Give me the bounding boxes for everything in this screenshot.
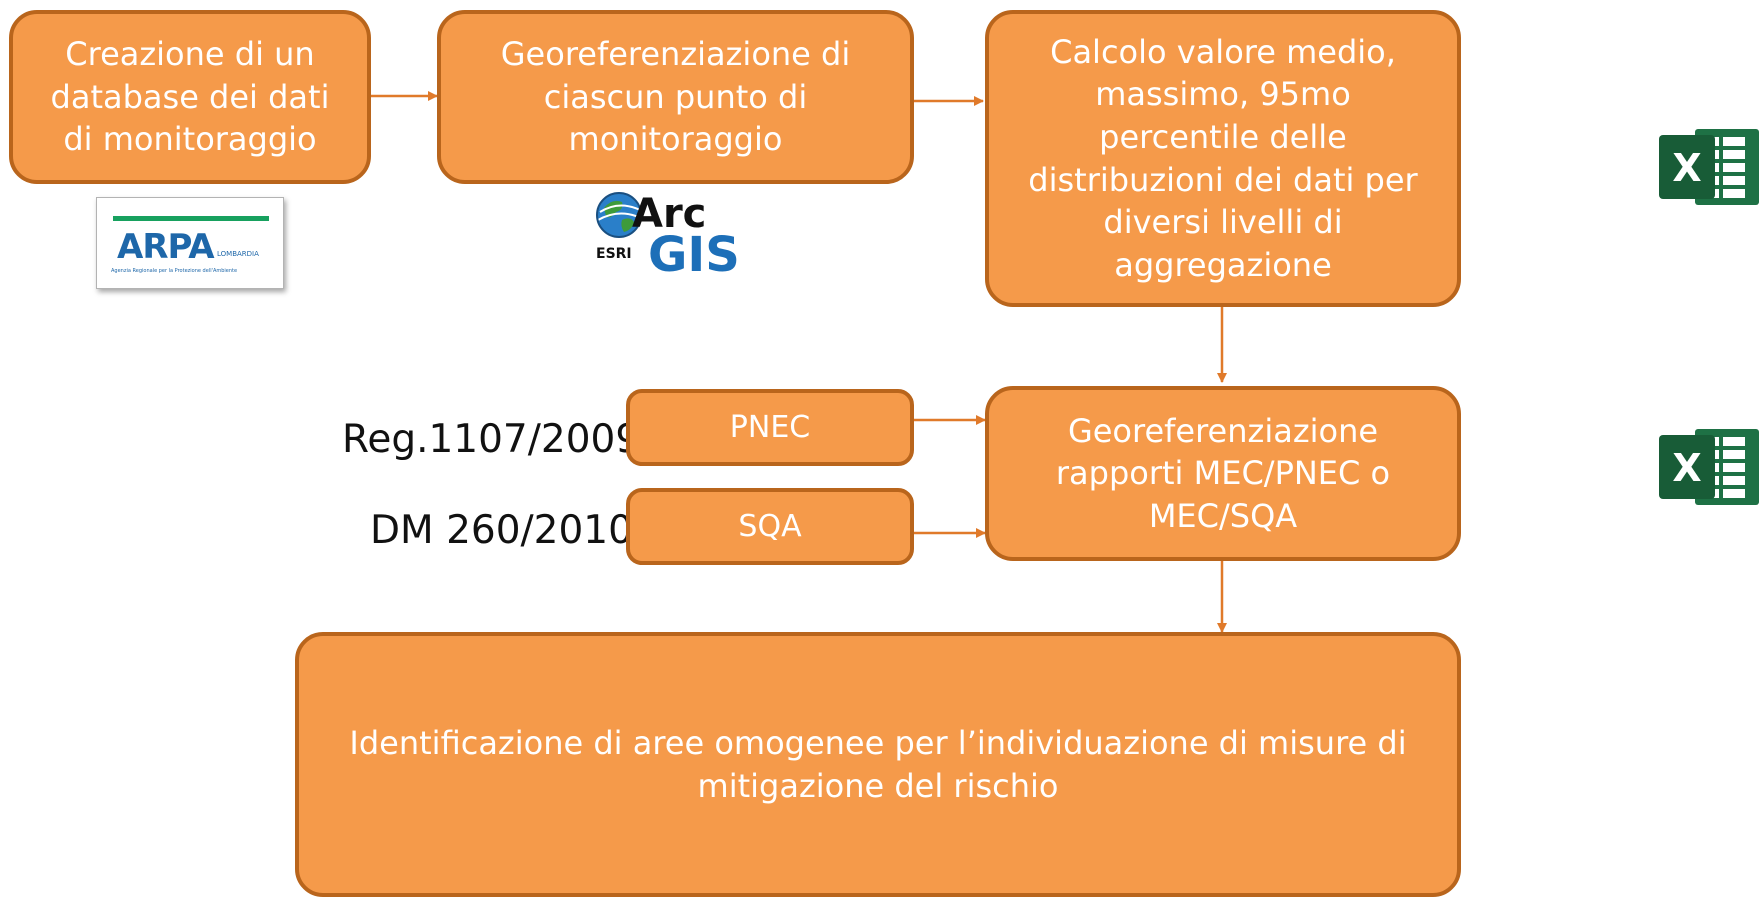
- sqa-label: SQA: [738, 508, 802, 544]
- identificazione-box: Identificazione di aree omogenee per l’i…: [295, 632, 1461, 897]
- identificazione-line-1: Identificazione di aree omogenee per l’i…: [349, 723, 1407, 762]
- calcolo-line-5: diversi livelli di: [1103, 203, 1343, 242]
- calcolo-line-6: aggregazione: [1114, 245, 1332, 284]
- arpa-wordmark: ARPA: [117, 227, 215, 267]
- calcolo-line-1: Calcolo valore medio,: [1050, 32, 1396, 71]
- database-creation-box: Creazione di un database dei dati di mon…: [9, 10, 371, 184]
- excel-x-letter: X: [1672, 146, 1701, 190]
- arpa-region-text: LOMBARDIA: [217, 250, 259, 258]
- arpa-subtitle: Agenzia Regionale per la Protezione dell…: [111, 268, 238, 274]
- pnec-box: PNEC: [626, 389, 914, 466]
- georef-points-line-3: monitoraggio: [568, 120, 783, 159]
- identificazione-line-2: mitigazione del rischio: [697, 766, 1059, 805]
- regulation-label-1107: Reg.1107/2009: [342, 417, 641, 462]
- excel-icon: X: [1659, 429, 1759, 505]
- database-line-3: di monitoraggio: [63, 120, 317, 159]
- calcolo-box: Calcolo valore medio, massimo, 95mo perc…: [985, 10, 1461, 307]
- regulation-label-dm260: DM 260/2010: [370, 508, 633, 553]
- georef-ratios-line-2: rapporti MEC/PNEC o: [1055, 454, 1391, 493]
- esri-wordmark: ESRI: [596, 246, 632, 262]
- arpa-green-bar: [113, 216, 269, 221]
- calcolo-line-3: percentile delle: [1099, 117, 1347, 156]
- excel-icon: X: [1659, 129, 1759, 205]
- georef-ratios-line-3: MEC/SQA: [1148, 496, 1298, 535]
- database-line-1: Creazione di un: [65, 35, 315, 74]
- gis-wordmark: GIS: [648, 227, 740, 283]
- georef-points-line-1: Georeferenziazione di: [500, 35, 851, 74]
- georef-ratios-box: Georeferenziazione rapporti MEC/PNEC o M…: [985, 386, 1461, 561]
- database-line-2: database dei dati: [50, 77, 330, 116]
- georef-ratios-line-1: Georeferenziazione: [1067, 411, 1379, 450]
- excel-x-letter: X: [1672, 446, 1701, 490]
- arpa-lombardia-logo: ARPA LOMBARDIA Agenzia Regionale per la …: [96, 197, 284, 289]
- arcgis-logo: Arc ESRI GIS: [594, 190, 764, 284]
- globe-icon: [596, 192, 642, 238]
- arc-wordmark: Arc: [632, 191, 707, 237]
- georef-points-box: Georeferenziazione di ciascun punto di m…: [437, 10, 914, 184]
- calcolo-line-2: massimo, 95mo: [1095, 75, 1351, 114]
- sqa-box: SQA: [626, 488, 914, 565]
- georef-points-line-2: ciascun punto di: [543, 77, 808, 116]
- calcolo-line-4: distribuzioni dei dati per: [1028, 160, 1418, 199]
- pnec-label: PNEC: [729, 409, 811, 445]
